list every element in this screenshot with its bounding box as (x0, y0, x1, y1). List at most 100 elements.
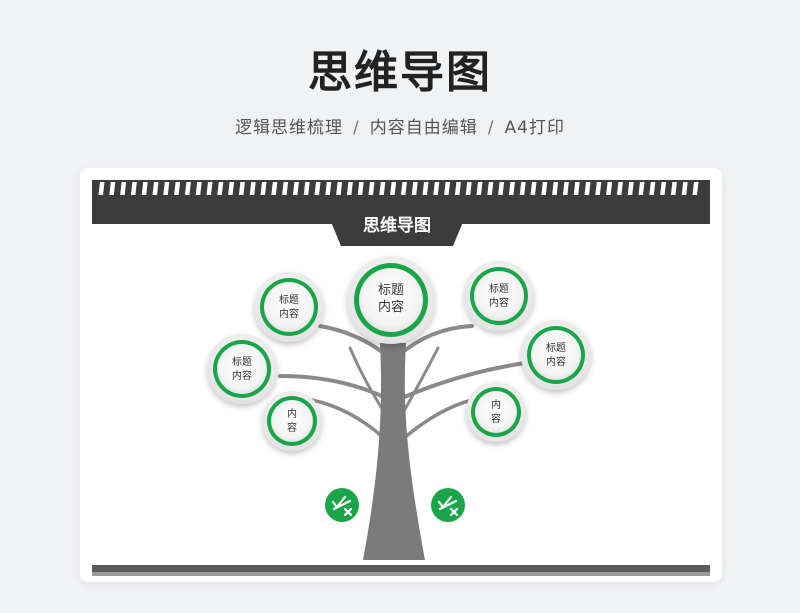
page-subtitle: 逻辑思维梳理 / 内容自由编辑 / A4打印 (0, 113, 800, 138)
mindmap-diagram: 思维导图 标题 内容 (92, 180, 710, 576)
comb-tooth (692, 182, 699, 195)
comb-tooth (627, 182, 634, 195)
node-mid-right-line2: 内容 (546, 355, 566, 368)
node-low-right[interactable]: 内 容 (466, 382, 526, 442)
comb-tooth (465, 182, 472, 195)
comb-tooth (314, 182, 321, 195)
subtitle-separator: / (353, 118, 360, 138)
comb-tooth (98, 182, 105, 195)
tree-trunk (363, 343, 425, 560)
comb-tooth (584, 182, 591, 195)
node-low-left[interactable]: 内 容 (262, 391, 322, 451)
branch-low-right (402, 398, 474, 440)
comb-tooth (271, 182, 278, 195)
comb-tooth (508, 182, 515, 195)
comb-tooth (130, 182, 137, 195)
node-mid-right[interactable]: 标题 内容 (521, 320, 591, 390)
subtitle-separator: / (487, 118, 495, 138)
comb-tooth (422, 182, 429, 195)
comb-tooth (282, 182, 289, 195)
branch-inner-right (398, 346, 440, 420)
subtitle-part-edit: 内容自由编辑 (369, 118, 478, 138)
node-top-left[interactable]: 标题 内容 (254, 272, 324, 342)
mindmap-nodes: 标题 内容 标题 内容 标题 内容 标题 (207, 256, 591, 451)
comb-tooth (163, 182, 170, 195)
banner-title: 思维导图 (363, 215, 431, 236)
comb-tooth (303, 182, 310, 195)
comb-tooth (141, 182, 148, 195)
comb-tooth (616, 182, 623, 195)
comb-tooth (292, 182, 299, 195)
branch-low-left (310, 398, 386, 440)
comb-tooth (454, 182, 461, 195)
comb-tooth (681, 182, 688, 195)
branch-mid-left (278, 374, 388, 400)
comb-tooth (638, 182, 645, 195)
comb-tooth (152, 182, 159, 195)
mindmap-card: 思维导图 标题 内容 (80, 168, 722, 582)
comb-teeth (98, 182, 699, 195)
top-comb-bar (92, 180, 710, 224)
node-mid-left[interactable]: 标题 内容 (207, 334, 277, 404)
node-mid-left-line2: 内容 (232, 369, 252, 382)
subtitle-part-logic: 逻辑思维梳理 (235, 118, 344, 138)
comb-tooth (552, 182, 559, 195)
check-cross-icon (331, 495, 353, 517)
check-cross-icon (437, 495, 459, 517)
comb-tooth (519, 182, 526, 195)
comb-tooth (174, 182, 181, 195)
comb-tooth (325, 182, 332, 195)
node-low-right-line2: 容 (491, 412, 501, 425)
comb-tooth (184, 182, 191, 195)
badge-right (431, 488, 465, 522)
comb-tooth (411, 182, 418, 195)
badge-left (325, 488, 359, 522)
node-top-right[interactable]: 标题 内容 (464, 261, 534, 331)
comb-tooth (238, 182, 245, 195)
node-top-center-line2: 内容 (378, 299, 404, 315)
comb-tooth (346, 182, 353, 195)
comb-tooth (487, 182, 494, 195)
comb-tooth (573, 182, 580, 195)
comb-tooth (206, 182, 213, 195)
page-title: 思维导图 (308, 47, 492, 98)
banner-tab: 思维导图 (331, 215, 463, 246)
comb-tooth (109, 182, 116, 195)
comb-tooth (357, 182, 364, 195)
node-mid-right-line1: 标题 (546, 342, 566, 354)
node-low-right-line1: 内 (491, 398, 501, 411)
comb-tooth (379, 182, 386, 195)
comb-tooth (260, 182, 267, 195)
comb-tooth (562, 182, 569, 195)
node-top-right-line1: 标题 (489, 283, 509, 295)
comb-tooth (228, 182, 235, 195)
comb-tooth (444, 182, 451, 195)
node-top-center-line1: 标题 (378, 283, 404, 298)
node-top-left-line2: 内容 (279, 307, 299, 320)
node-low-left-line2: 容 (287, 421, 297, 434)
comb-tooth (530, 182, 537, 195)
comb-tooth (498, 182, 505, 195)
comb-tooth (390, 182, 397, 195)
comb-tooth (660, 182, 667, 195)
comb-tooth (433, 182, 440, 195)
subtitle-part-print: A4打印 (504, 118, 565, 138)
comb-tooth (541, 182, 548, 195)
comb-tooth (670, 182, 677, 195)
comb-tooth (400, 182, 407, 195)
comb-tooth (249, 182, 256, 195)
comb-tooth (595, 182, 602, 195)
banner-shape (331, 222, 463, 246)
comb-tooth (217, 182, 224, 195)
comb-tooth (195, 182, 202, 195)
comb-tooth (649, 182, 656, 195)
bottom-bar-dark (92, 565, 710, 572)
node-low-left-line1: 内 (287, 407, 297, 420)
comb-tooth (476, 182, 483, 195)
node-top-center[interactable]: 标题 内容 (347, 256, 435, 344)
node-top-right-line2: 内容 (489, 296, 509, 309)
comb-tooth (368, 182, 375, 195)
node-mid-left-line1: 标题 (232, 356, 252, 368)
comb-tooth (120, 182, 127, 195)
comb-tooth (606, 182, 613, 195)
